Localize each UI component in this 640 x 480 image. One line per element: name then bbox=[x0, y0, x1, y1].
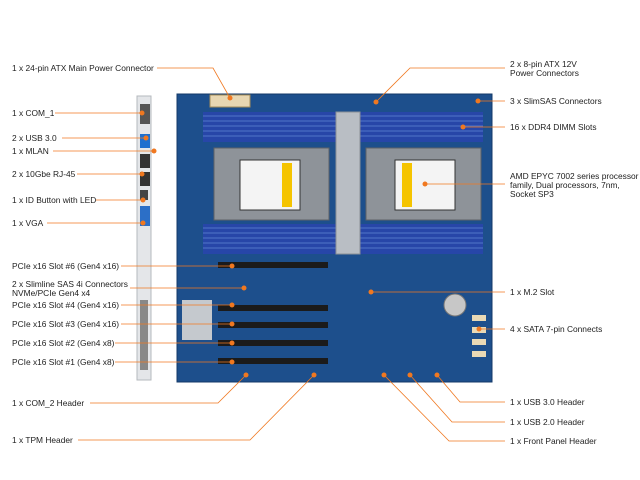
callout-usb20-header: 1 x USB 2.0 Header bbox=[510, 417, 585, 427]
callout-pcie2: PCIe x16 Slot #2 (Gen4 x8) bbox=[12, 338, 115, 348]
callout-slimline-line2: NVMe/PCIe Gen4 x4 bbox=[12, 288, 91, 298]
callout-atx12v-line1: 2 x 8-pin ATX 12V bbox=[510, 59, 577, 69]
dimm-slots-top bbox=[203, 112, 483, 142]
callout-dimm: 16 x DDR4 DIMM Slots bbox=[510, 122, 597, 132]
callout-id-button: 1 x ID Button with LED bbox=[12, 195, 97, 205]
callout-pcie6: PCIe x16 Slot #6 (Gen4 x16) bbox=[12, 261, 120, 271]
vrm-heatsink bbox=[335, 111, 361, 255]
pcie-slots bbox=[218, 262, 328, 364]
callout-pcie3: PCIe x16 Slot #3 (Gen4 x16) bbox=[12, 319, 120, 329]
callout-cpu-line2: family, Dual processors, 7nm, bbox=[510, 180, 620, 190]
callout-atx12v-line2: Power Connectors bbox=[510, 68, 579, 78]
callout-usb30-header: 1 x USB 3.0 Header bbox=[510, 397, 585, 407]
atx-24pin-connector bbox=[209, 94, 251, 108]
io-bracket bbox=[136, 95, 152, 381]
callout-atx-24pin: 1 x 24-pin ATX Main Power Connector bbox=[12, 63, 154, 73]
callout-tpm: 1 x TPM Header bbox=[12, 435, 73, 445]
callout-rj45: 2 x 10Gbe RJ-45 bbox=[12, 169, 76, 179]
leader-dots bbox=[139, 95, 482, 378]
callout-cpu-line3: Socket SP3 bbox=[510, 189, 554, 199]
callout-com1: 1 x COM_1 bbox=[12, 108, 55, 118]
chipset-heatsink bbox=[182, 300, 212, 340]
callout-pcie1: PCIe x16 Slot #1 (Gen4 x8) bbox=[12, 357, 115, 367]
callout-mlan: 1 x MLAN bbox=[12, 146, 49, 156]
callout-slimline-line1: 2 x Slimline SAS 4i Connectors bbox=[12, 279, 128, 289]
callout-front-panel: 1 x Front Panel Header bbox=[510, 436, 597, 446]
callout-vga: 1 x VGA bbox=[12, 218, 44, 228]
callout-pcie4: PCIe x16 Slot #4 (Gen4 x16) bbox=[12, 300, 120, 310]
callout-sata: 4 x SATA 7-pin Connects bbox=[510, 324, 603, 334]
callout-m2: 1 x M.2 Slot bbox=[510, 287, 555, 297]
callout-slimsas: 3 x SlimSAS Connectors bbox=[510, 96, 602, 106]
cmos-battery bbox=[443, 293, 467, 317]
dimm-slots-bottom bbox=[203, 224, 483, 254]
callout-usb30: 2 x USB 3.0 bbox=[12, 133, 57, 143]
cpu-socket-1 bbox=[213, 147, 330, 221]
callout-cpu-line1: AMD EPYC 7002 series processor bbox=[510, 171, 639, 181]
leader-lines bbox=[47, 67, 505, 442]
callout-com2: 1 x COM_2 Header bbox=[12, 398, 85, 408]
